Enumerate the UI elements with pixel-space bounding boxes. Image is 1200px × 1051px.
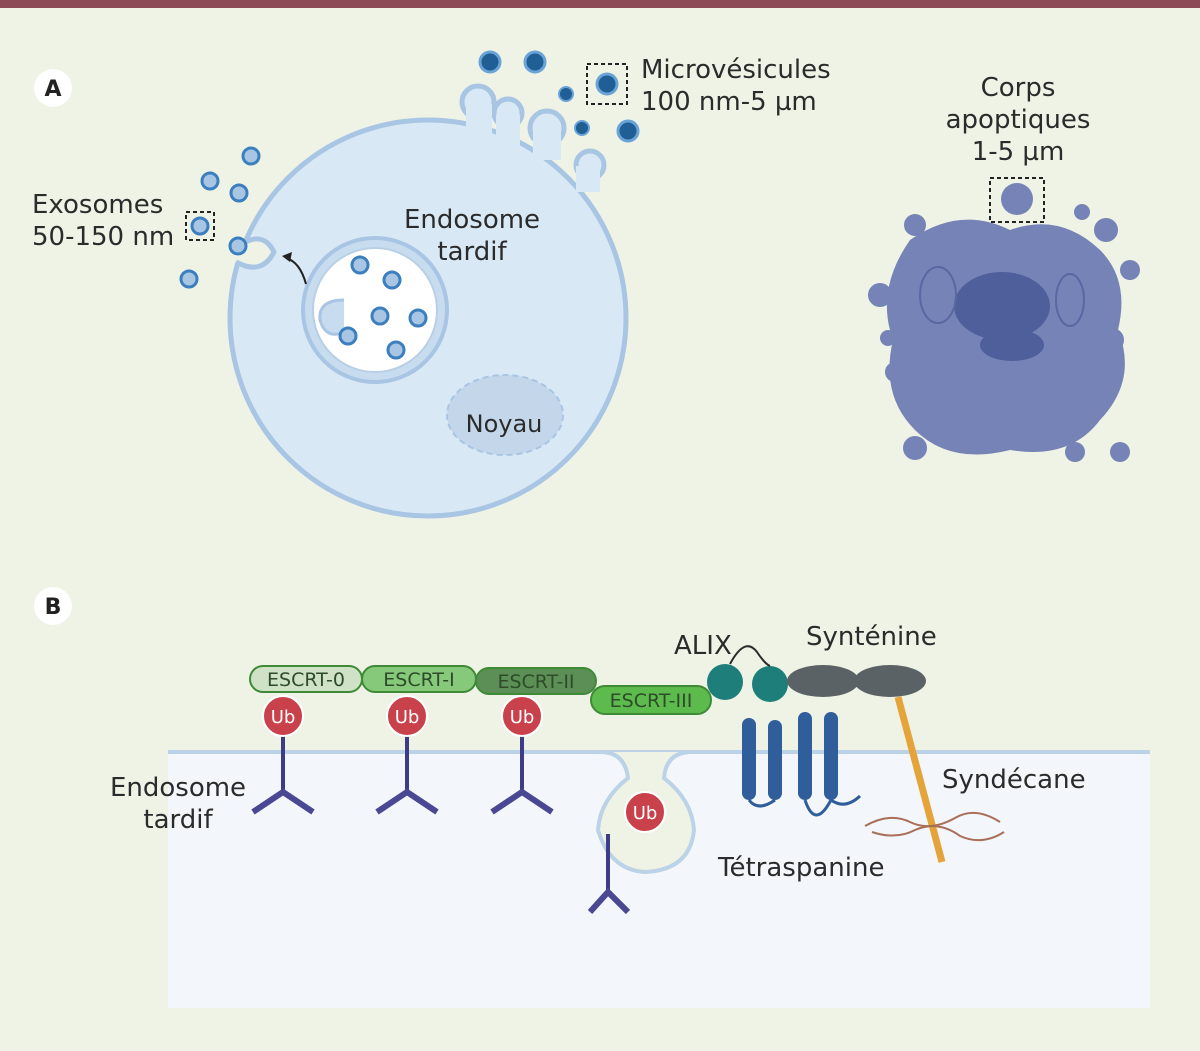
escrt-i-label: ESCRT-I	[383, 669, 454, 691]
late-endosome-b-label-line1: Endosome	[110, 773, 246, 803]
intraluminal-vesicle	[370, 306, 390, 326]
escrt-ii-label: ESCRT-II	[497, 671, 574, 693]
exosomes-label-line1: Exosomes	[32, 190, 163, 220]
escrt-0-label: ESCRT-0	[267, 669, 345, 691]
syndecan	[864, 696, 1005, 863]
nucleus-label: Noyau	[466, 410, 543, 438]
ub-receptor-3: Ub	[490, 695, 554, 815]
ub-receptor-internalized: Ub	[587, 791, 666, 915]
panel-a: A	[32, 50, 1140, 519]
intraluminal-vesicle	[382, 270, 402, 290]
tetraspanin	[742, 712, 862, 817]
escrt-iii	[590, 685, 712, 715]
ub-receptor-2: Ub	[375, 695, 439, 815]
panel-a-badge	[34, 69, 72, 107]
apoptotic-body-highlight	[989, 177, 1045, 223]
intraluminal-vesicle	[350, 255, 370, 275]
tetraspanin-label: Tétraspanine	[717, 853, 884, 883]
late-endosome-mvb	[301, 236, 449, 384]
microvesicles-label-line1: Microvésicules	[641, 55, 831, 85]
ub-label: Ub	[271, 707, 296, 728]
alix	[707, 645, 788, 702]
ub-label: Ub	[510, 707, 535, 728]
exosomes-label-line2: 50-150 nm	[32, 222, 174, 252]
late-endosome-label-line2: tardif	[437, 237, 507, 267]
panel-b-badge	[34, 587, 72, 625]
panel-a-label: A	[44, 77, 61, 102]
intraluminal-vesicle	[408, 308, 428, 328]
apoptotic-cell	[868, 204, 1140, 462]
escrt-ii	[475, 667, 597, 695]
apoptotic-bodies-label-line2: apoptiques	[946, 105, 1091, 135]
panel-b-label: B	[45, 595, 62, 620]
intraluminal-vesicle	[338, 326, 358, 346]
late-endosome-label-line1: Endosome	[404, 205, 540, 235]
late-endosome-b-label-line2: tardif	[143, 805, 213, 835]
syntenin-label: Synténine	[806, 622, 937, 652]
apoptotic-bodies-label-line3: 1-5 µm	[972, 137, 1065, 167]
intraluminal-vesicle	[386, 340, 406, 360]
escrt-iii-label: ESCRT-III	[610, 690, 693, 712]
syntenin	[787, 665, 926, 697]
ub-label: Ub	[395, 707, 420, 728]
apoptotic-bodies-label-line1: Corps	[981, 73, 1056, 103]
ub-receptor-1: Ub	[251, 695, 315, 815]
nucleus	[446, 374, 564, 456]
syndecan-label: Syndécane	[942, 765, 1086, 795]
microvesicles	[478, 50, 640, 143]
fusion-arrowhead	[282, 252, 292, 262]
panel-b: B ESCRT-0 ESCRT-I ESCRT-II ESCRT-III Ub …	[34, 587, 1150, 1008]
microvesicles-label-line2: 100 nm-5 µm	[641, 87, 817, 117]
ub-label: Ub	[633, 803, 658, 824]
exosomes	[179, 146, 261, 289]
alix-label: ALIX	[674, 631, 732, 661]
top-bar	[0, 0, 1200, 8]
